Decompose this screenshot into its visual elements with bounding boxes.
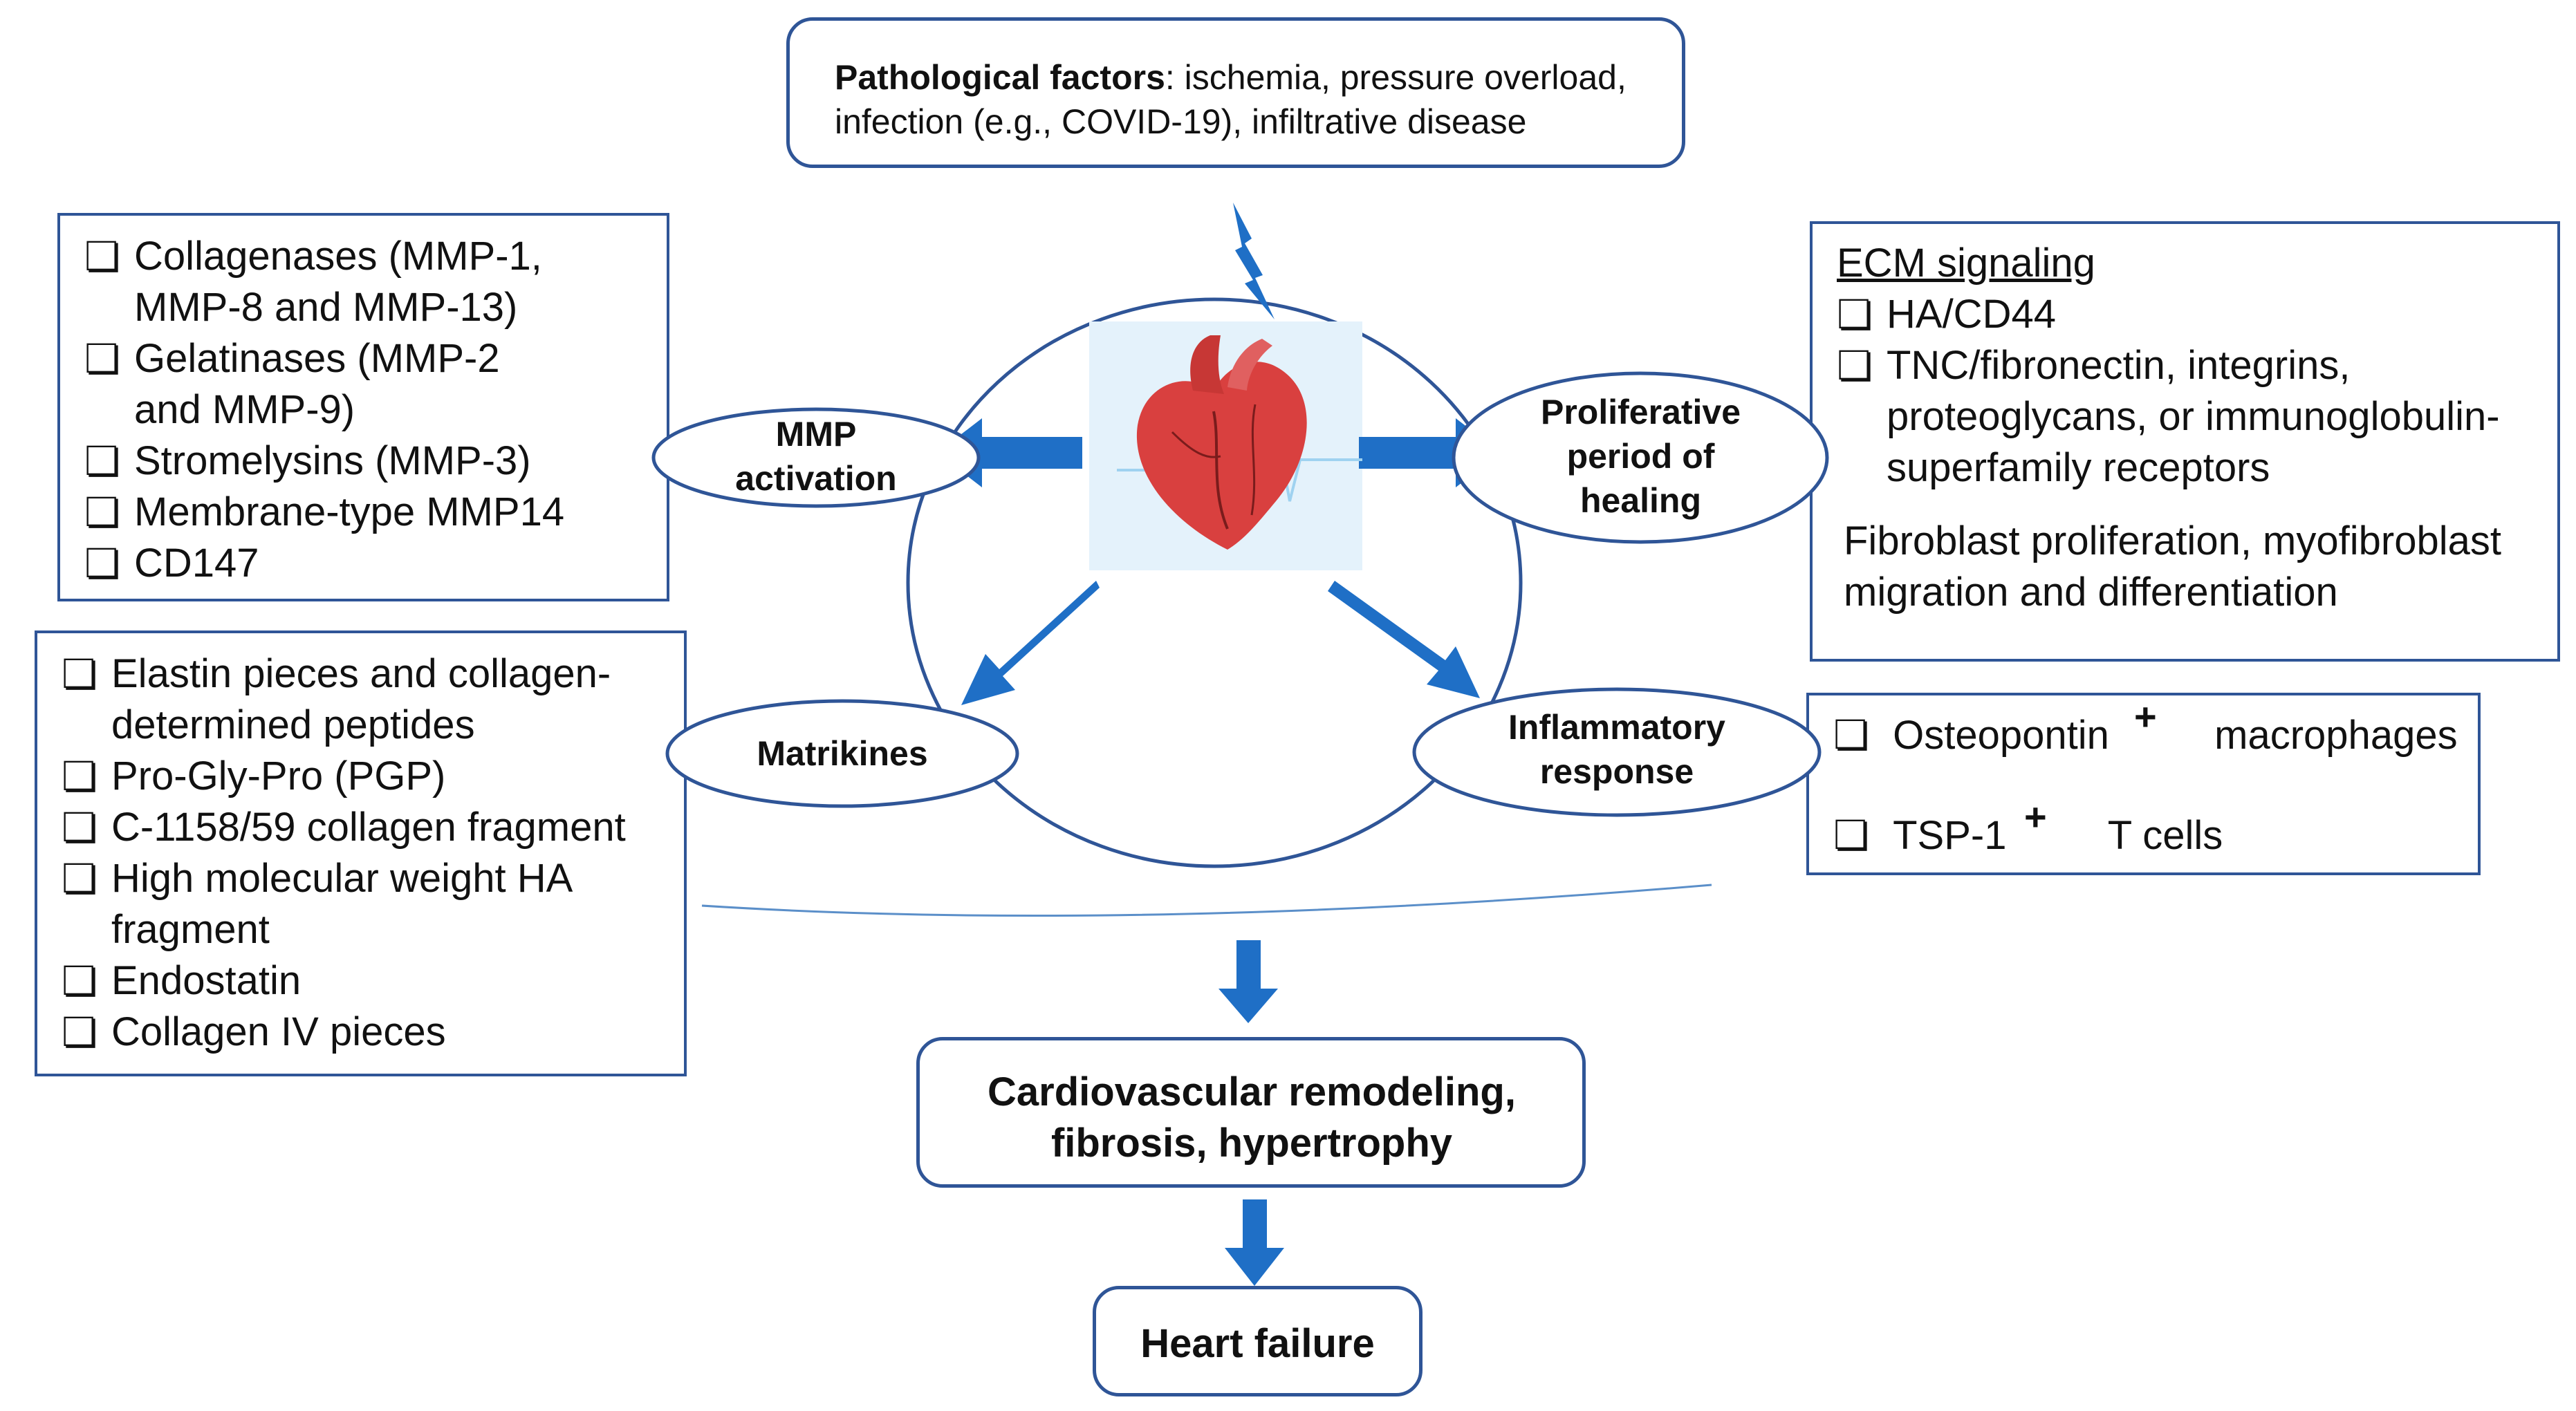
ecm-signaling-list: HA/CD44TNC/fibronectin, integrins, prote…	[1837, 289, 2549, 494]
tsp-plus-sign: +	[2024, 795, 2047, 839]
arrow-to-heart-failure-icon	[1225, 1199, 1284, 1286]
inflammatory-list-box: ❏ Osteopontin macrophages ❏ TSP-1 T cell…	[1806, 693, 2481, 875]
ecm-result-text: Fibroblast proliferation, myofibroblast …	[1844, 518, 2501, 615]
mmp-list-item: Collagenases (MMP-1, MMP-8 and MMP-13)	[84, 231, 568, 333]
arrow-to-remodeling-icon	[1218, 940, 1278, 1023]
matrikines-list-item: High molecular weight HA fragment	[62, 853, 656, 955]
mmp-list-item: CD147	[84, 538, 568, 589]
macrophages-label: macrophages	[2214, 713, 2458, 758]
pathological-factors-list: : ischemia, pressure overload,	[1165, 58, 1627, 97]
divider-arc	[701, 884, 1712, 917]
arrow-to-proliferative-icon	[1359, 418, 1501, 487]
inflammatory-label: Inflammatory response	[1508, 708, 1725, 791]
proliferative-label: Proliferative period of healing	[1540, 393, 1741, 520]
remodeling-box: Cardiovascular remodeling, fibrosis, hyp…	[916, 1037, 1586, 1188]
matrikines-list-box: Elastin pieces and collagen-determined p…	[35, 630, 687, 1076]
checkbox-icon: ❏	[1833, 711, 1869, 758]
mmp-activation-label: MMP activation	[735, 415, 897, 498]
t-cells-label: T cells	[2107, 813, 2223, 858]
matrikines-list-item: Elastin pieces and collagen-determined p…	[62, 648, 656, 751]
remodeling-text: Cardiovascular remodeling, fibrosis, hyp…	[988, 1069, 1516, 1166]
pathological-factors-box: Pathological factors: ischemia, pressure…	[786, 17, 1685, 168]
matrikines-label: Matrikines	[757, 734, 928, 773]
lightning-bolt-icon	[1233, 203, 1275, 319]
mmp-list: Collagenases (MMP-1, MMP-8 and MMP-13)Ge…	[84, 231, 568, 589]
mmp-list-item: Gelatinases (MMP-2 and MMP-9)	[84, 333, 568, 436]
ecm-list-item: TNC/fibronectin, integrins, proteoglycan…	[1837, 340, 2549, 494]
arrow-to-matrikines-icon	[961, 581, 1100, 705]
inflammatory-item-1: ❏ Osteopontin macrophages	[1833, 709, 2458, 761]
mmp-list-box: Collagenases (MMP-1, MMP-8 and MMP-13)Ge…	[57, 213, 669, 601]
pathological-factors-line2: infection (e.g., COVID-19), infiltrative…	[835, 102, 1527, 141]
tsp-label: TSP-1	[1893, 813, 2007, 858]
inflammatory-item-2: ❏ TSP-1 T cells	[1833, 810, 2223, 861]
pathological-factors-text: Pathological factors: ischemia, pressure…	[835, 55, 1627, 144]
matrikines-list-item: C-1158/59 collagen fragment	[62, 802, 656, 853]
pathological-factors-title: Pathological factors	[835, 58, 1165, 97]
matrikines-list-item: Pro-Gly-Pro (PGP)	[62, 751, 656, 802]
ecm-signaling-title: ECM signaling	[1837, 241, 2095, 286]
mmp-list-item: Stromelysins (MMP-3)	[84, 436, 568, 487]
ecm-list-item: HA/CD44	[1837, 289, 2549, 340]
central-circle	[906, 297, 1523, 868]
heart-failure-box: Heart failure	[1093, 1286, 1423, 1396]
matrikines-list: Elastin pieces and collagen-determined p…	[62, 648, 656, 1058]
checkbox-icon: ❏	[1833, 812, 1869, 859]
matrikines-list-item: Endostatin	[62, 955, 656, 1007]
matrikines-list-item: Collagen IV pieces	[62, 1007, 656, 1058]
ecm-signaling-box: ECM signaling HA/CD44TNC/fibronectin, in…	[1810, 221, 2560, 662]
heart-icon	[1117, 335, 1362, 550]
heart-failure-text: Heart failure	[1140, 1321, 1375, 1366]
osteopontin-label: Osteopontin	[1893, 713, 2109, 758]
arrow-to-inflammatory-icon	[1328, 581, 1480, 698]
osteopontin-plus-sign: +	[2134, 695, 2157, 738]
mmp-list-item: Membrane-type MMP14	[84, 487, 568, 538]
